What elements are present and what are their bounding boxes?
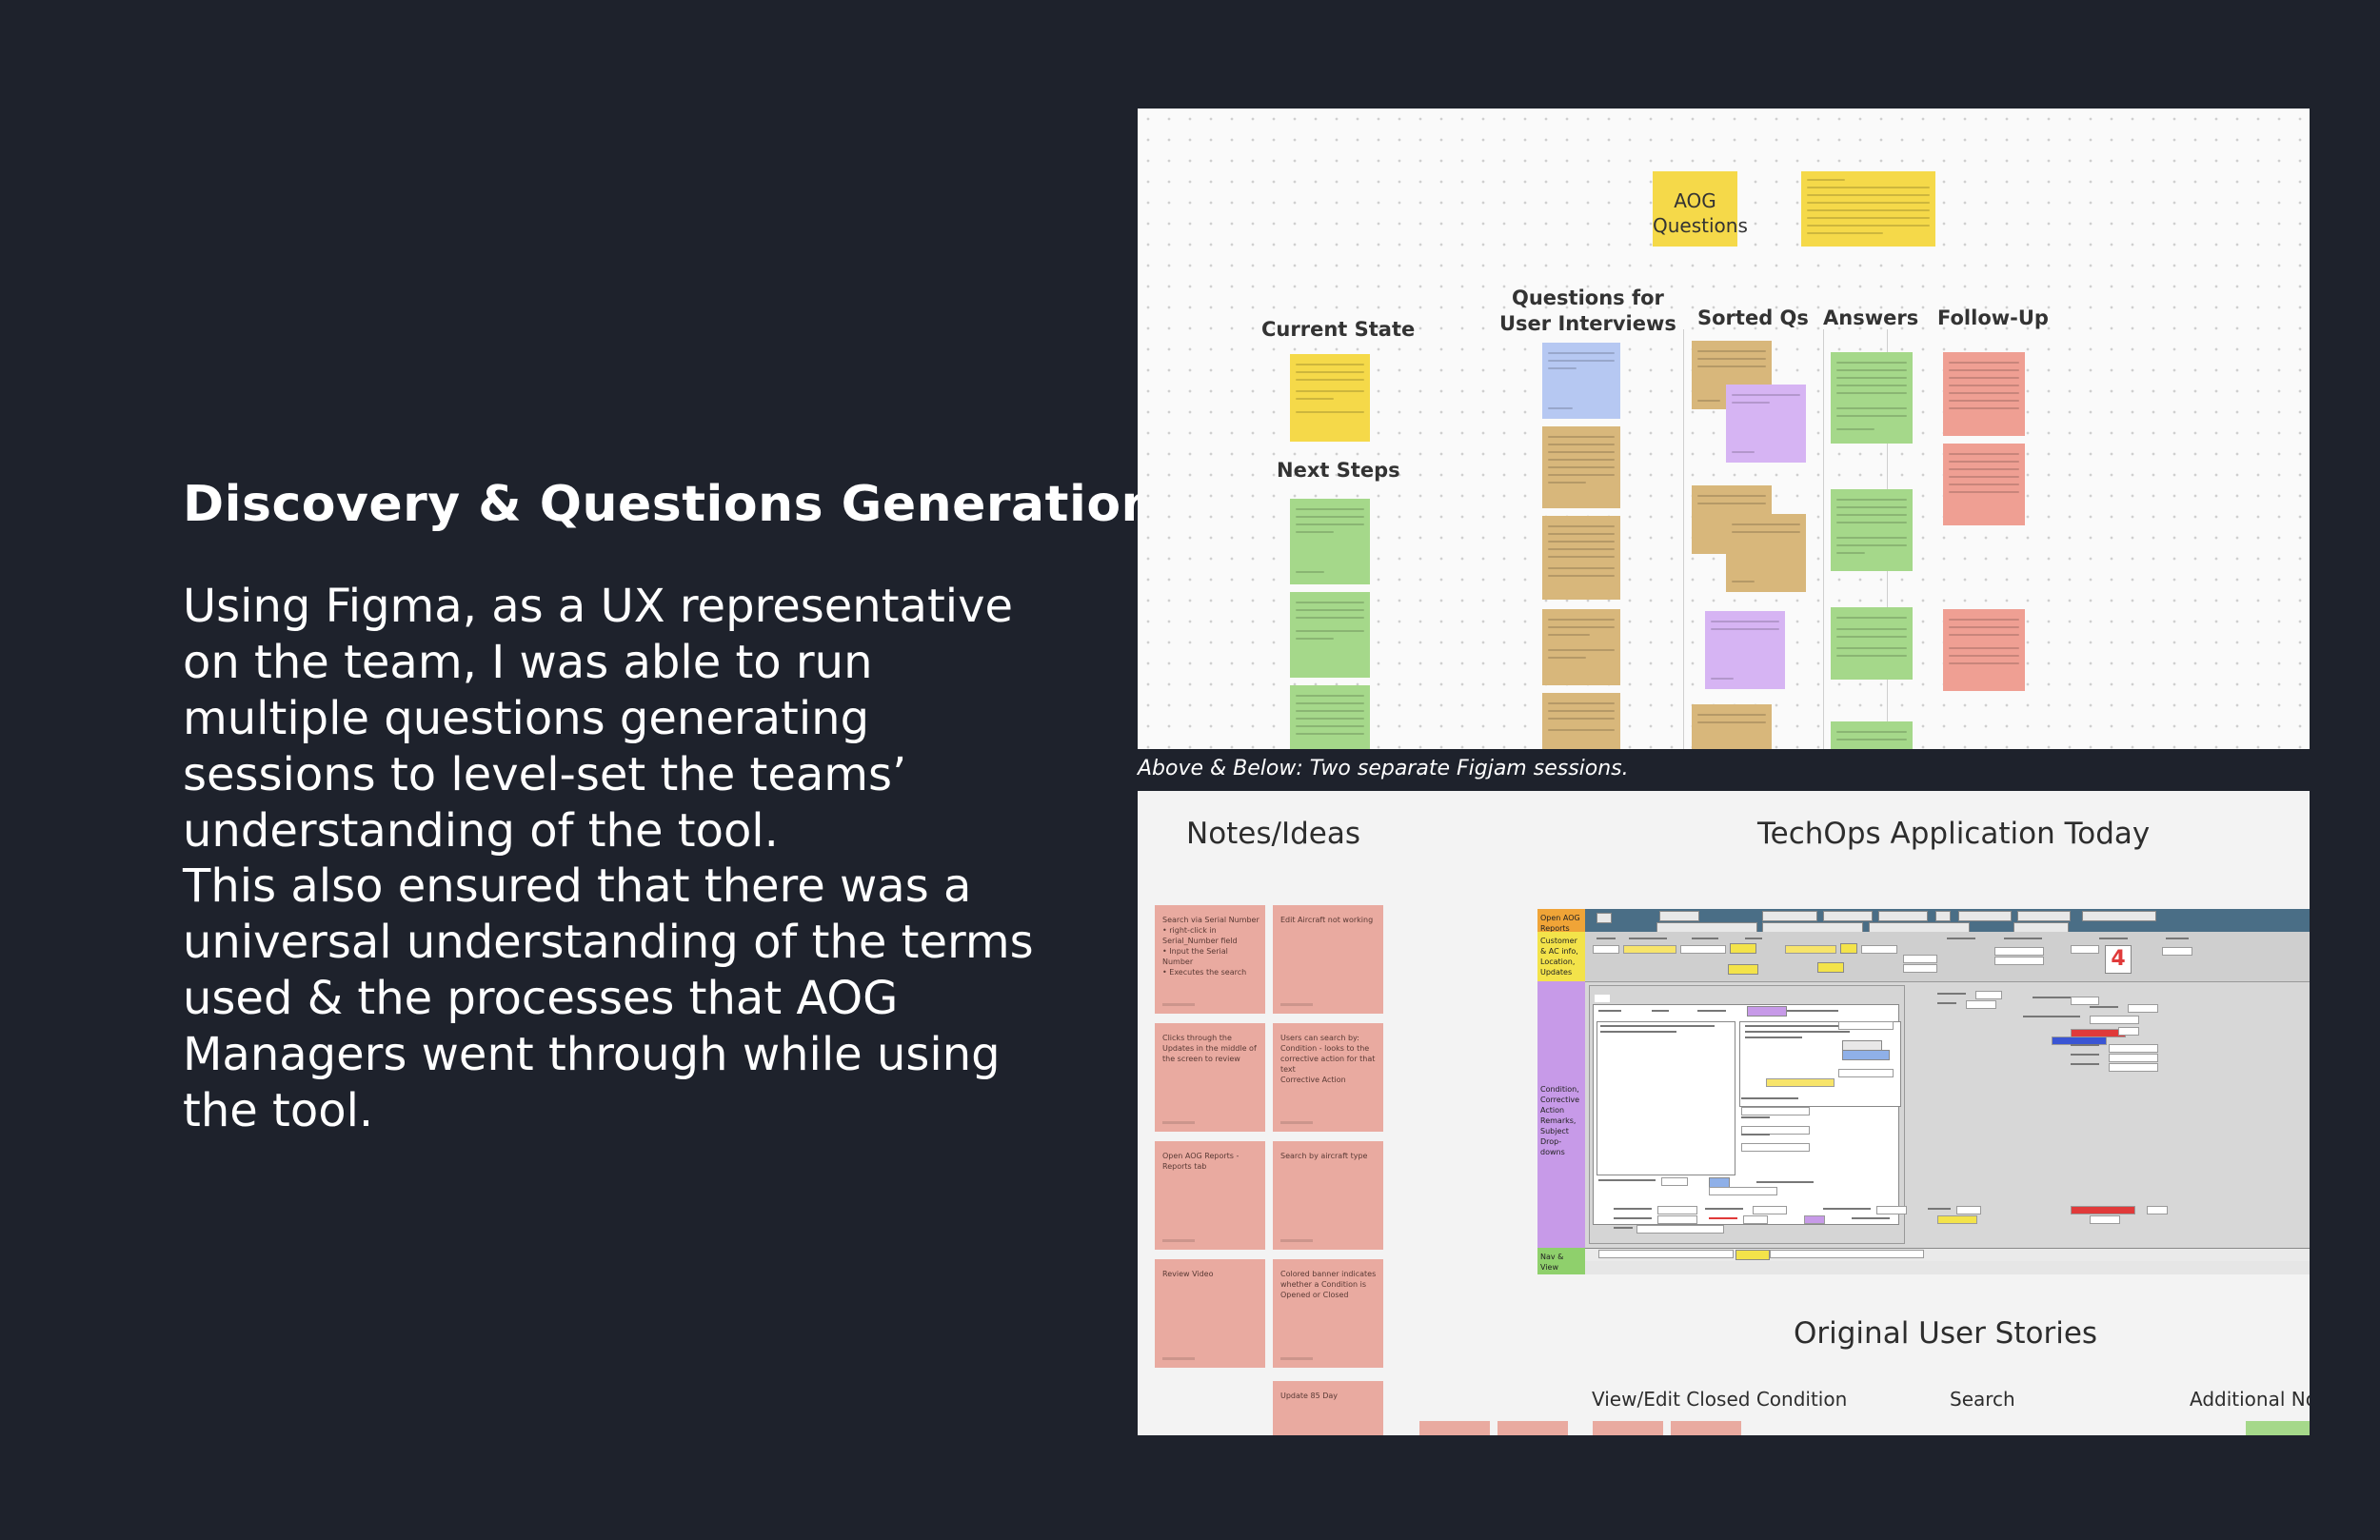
idea-note: Clicks through the Updates in the middle… [1155, 1023, 1265, 1132]
sticky-note [1692, 704, 1772, 749]
idea-note-text: Search via Serial Number • right-click i… [1162, 916, 1259, 977]
idea-note: Review Video [1155, 1259, 1265, 1368]
questions-header-line1: Questions for [1512, 286, 1664, 309]
notes-ideas-title: Notes/Ideas [1186, 817, 1361, 851]
purpose-note [1801, 171, 1935, 247]
idea-note: Update 85 Day [1273, 1381, 1383, 1435]
intro-paragraph: Using Figma, as a UX representative on t… [183, 580, 1014, 858]
customer-section [1585, 932, 2310, 982]
sidebar-label: Customer & AC info, Location, Updates [1540, 937, 1578, 977]
column-header-questions: Questions for User Interviews [1499, 286, 1676, 337]
idea-note-text: Edit Aircraft not working [1280, 916, 1374, 924]
figure-caption: Above & Below: Two separate Figjam sessi… [1138, 757, 1629, 780]
sticky-note [1542, 426, 1620, 508]
sticky-note [1542, 609, 1620, 685]
idea-note-text: Review Video [1162, 1270, 1214, 1278]
sticky-note [1831, 352, 1913, 444]
idea-note: Search via Serial Number • right-click i… [1155, 905, 1265, 1014]
sidebar-label: Condition, Corrective Action Remarks, Su… [1540, 1085, 1580, 1156]
column-header-current-state: Current State [1261, 318, 1416, 341]
sticky-note [1290, 592, 1370, 678]
techops-app-title: TechOps Application Today [1757, 817, 2151, 851]
idea-note-text: Colored banner indicates whether a Condi… [1280, 1270, 1377, 1299]
column-header-follow-up: Follow-Up [1937, 306, 2049, 329]
aog-title-line1: AOG [1674, 189, 1716, 212]
sticky-note [1705, 611, 1785, 689]
techops-app-screenshot: Open AOG Reports Customer & AC info, Loc… [1537, 909, 2310, 1274]
sticky-note [1831, 489, 1913, 571]
idea-note: Open AOG Reports - Reports tab [1155, 1141, 1265, 1250]
sidebar-open-aog-reports: Open AOG Reports [1537, 909, 1585, 933]
aog-questions-title-note: AOG Questions [1653, 171, 1748, 247]
sticky-note [1831, 607, 1913, 680]
sidebar-label: Open AOG Reports [1540, 914, 1580, 933]
stories-column-search: Search [1950, 1388, 2015, 1411]
sidebar-customer-info: Customer & AC info, Location, Updates [1537, 932, 1585, 981]
column-header-next-steps: Next Steps [1277, 459, 1400, 482]
original-user-stories-title: Original User Stories [1794, 1316, 2098, 1351]
column-header-answers: Answers [1823, 306, 1919, 329]
figjam-board-aog-questions: AOG Questions Current State Next Steps Q… [1138, 109, 2310, 749]
idea-note-text: Clicks through the Updates in the middle… [1162, 1034, 1257, 1063]
sticky-note [1726, 514, 1806, 592]
page-heading: Discovery & Questions Generation [183, 476, 1158, 533]
sticky-note [1943, 609, 2025, 691]
idea-note: Users can search by: Condition - looks t… [1273, 1023, 1383, 1132]
sticky-note [1831, 721, 1913, 749]
idea-note: Search by aircraft type [1273, 1141, 1383, 1250]
sidebar-condition: Condition, Corrective Action Remarks, Su… [1537, 981, 1585, 1248]
sticky-note [1290, 354, 1370, 442]
questions-header-line2: User Interviews [1499, 312, 1676, 335]
sticky-note [1542, 516, 1620, 600]
idea-note-text: Search by aircraft type [1280, 1152, 1368, 1160]
sticky-note [1943, 352, 2025, 436]
figjam-board-techops: Notes/Ideas TechOps Application Today Or… [1138, 791, 2310, 1435]
process-paragraph: This also ensured that there was a unive… [183, 859, 1034, 1137]
idea-note: Edit Aircraft not working [1273, 905, 1383, 1014]
sticky-note [1290, 499, 1370, 584]
idea-note-text: Open AOG Reports - Reports tab [1162, 1152, 1240, 1171]
sticky-note [1542, 693, 1620, 749]
sticky-note [1542, 343, 1620, 419]
sidebar-nav-view: Nav & View [1537, 1248, 1585, 1274]
sticky-note [1290, 685, 1370, 749]
sticky-note [1726, 385, 1806, 463]
idea-note: Colored banner indicates whether a Condi… [1273, 1259, 1383, 1368]
stories-column-additional: Additional Not [2190, 1388, 2310, 1411]
sidebar-label: Nav & View [1540, 1253, 1564, 1272]
column-header-sorted-qs: Sorted Qs [1697, 306, 1809, 329]
sticky-note [1943, 444, 2025, 525]
aog-title-line2: Questions [1653, 214, 1748, 237]
idea-note-text: Users can search by: Condition - looks t… [1280, 1034, 1376, 1084]
stories-column-view-edit: View/Edit Closed Condition [1592, 1388, 1848, 1411]
days-counter: 4 [2105, 945, 2132, 974]
idea-note-text: Update 85 Day [1280, 1392, 1339, 1400]
